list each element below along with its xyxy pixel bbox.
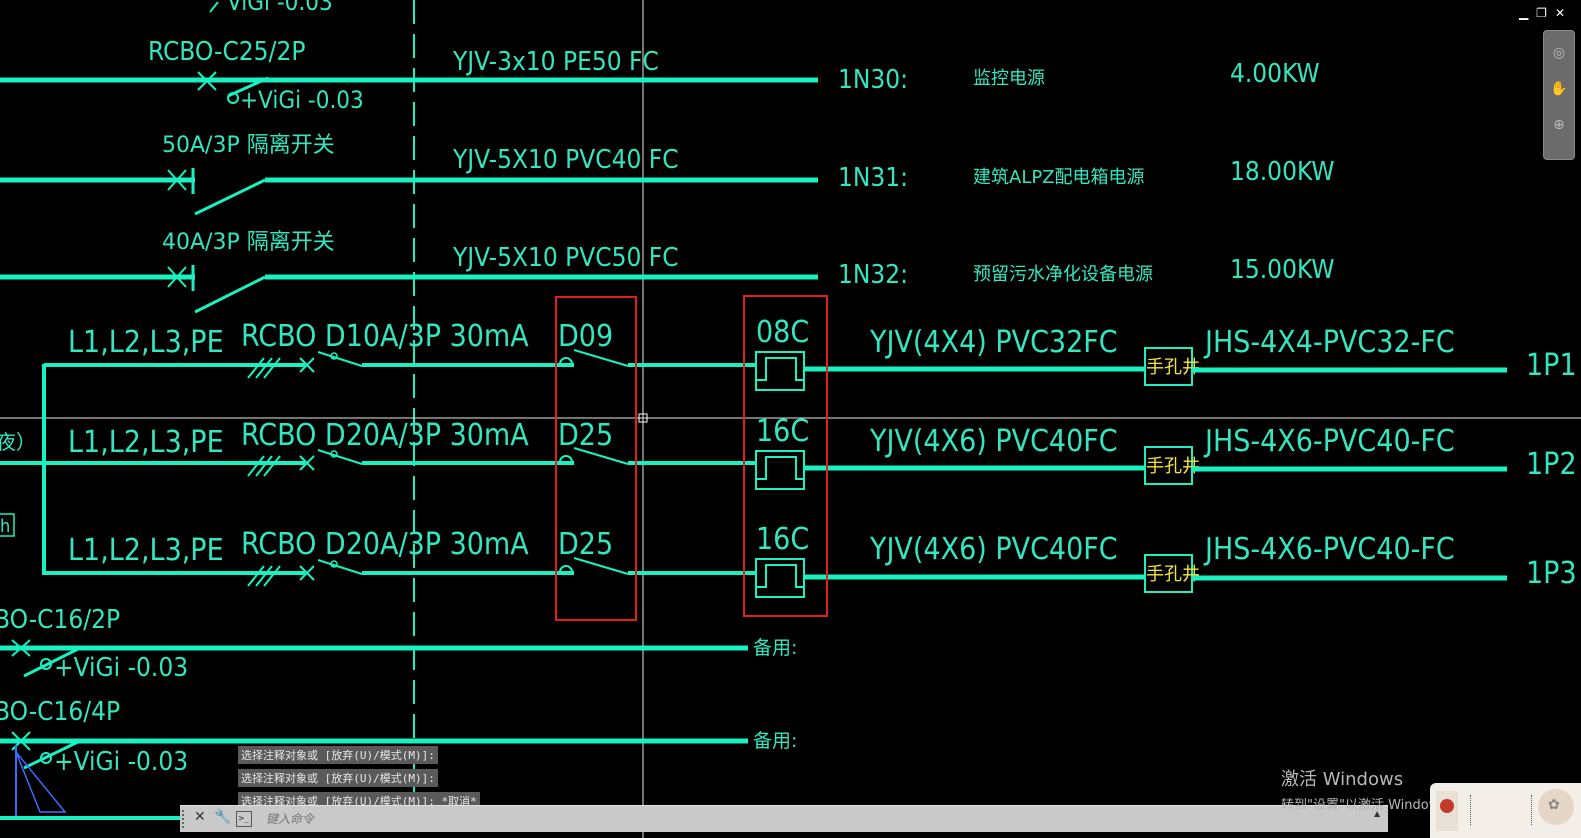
- drag-handle[interactable]: [182, 810, 190, 828]
- command-line[interactable]: ✕ 🔧 >_ ▲: [180, 805, 1388, 832]
- prompt-icon[interactable]: >_: [236, 811, 252, 827]
- close-icon[interactable]: ✕: [1554, 6, 1565, 20]
- breaker-label: 50A/3P 隔离开关: [162, 133, 335, 158]
- window-controls: ▁ ❐ ✕: [1519, 6, 1565, 20]
- circuit-id: 1N31:: [838, 163, 908, 193]
- circuit-desc: 建筑ALPZ配电箱电源: [973, 167, 1145, 188]
- minimize-icon[interactable]: ▁: [1518, 6, 1529, 20]
- phase-label: L1,L2,L3,PE: [68, 425, 224, 460]
- circuit-1p3[interactable]: L1,L2,L3,PE RCBO D20A/3P 30mA D25 16C YJ…: [44, 522, 1577, 598]
- c-rating: 08C: [756, 315, 809, 350]
- customize-icon[interactable]: 🔧: [214, 809, 232, 825]
- breaker-label: BO-C16/4P: [0, 697, 120, 727]
- cable-spec: YJV(4X6) PVC40FC: [869, 424, 1118, 459]
- circuit-desc: 监控电源: [973, 68, 1045, 89]
- jhs-spec: JHS-4X6-PVC40-FC: [1203, 424, 1455, 459]
- zoom-icon[interactable]: ⊕: [1553, 117, 1565, 133]
- rcbo-label: RCBO D10A/3P 30mA: [241, 319, 529, 354]
- command-input[interactable]: [264, 808, 1368, 830]
- decorative-thumbnail: ✿: [1430, 783, 1581, 838]
- circuit-1p2[interactable]: L1,L2,L3,PE RCBO D20A/3P 30mA D25 16C YJ…: [44, 414, 1577, 490]
- breaker-label: RCBO-C25/2P: [148, 37, 305, 67]
- rcbo-label: RCBO D20A/3P 30mA: [241, 418, 529, 453]
- vigi-label: +ViGi -0.03: [54, 747, 188, 777]
- outgoing-id: 1P1: [1526, 348, 1577, 383]
- ucs-icon: [0, 745, 180, 820]
- spare-label: 备用:: [753, 637, 797, 659]
- top-fragment: ViGi -0.03: [227, 0, 333, 16]
- jhs-spec: JHS-4X4-PVC32-FC: [1203, 325, 1455, 360]
- outgoing-id: 1P3: [1526, 556, 1577, 591]
- handhole-box: [1144, 347, 1193, 386]
- circuit-power: 15.00KW: [1230, 255, 1334, 285]
- d-rating: D09: [558, 319, 613, 354]
- circuit-power: 18.00KW: [1230, 157, 1334, 187]
- history-line: 选择注释对象或 [放弃(U)/模式(M)]:: [238, 746, 438, 764]
- handhole-box: [1144, 554, 1193, 593]
- watermark-subtitle: 转到"设置"以激活 Windows。: [1281, 798, 1460, 813]
- pan-icon[interactable]: ✋: [1550, 81, 1568, 97]
- spare-label: 备用:: [753, 730, 797, 752]
- cable-spec: YJV(4X4) PVC32FC: [869, 325, 1118, 360]
- circuit-power: 4.00KW: [1230, 59, 1320, 89]
- cable-spec: YJV-5X10 PVC50 FC: [452, 243, 679, 273]
- left-fragment-night: 夜）: [0, 430, 36, 454]
- circuit-1p1[interactable]: L1,L2,L3,PE RCBO D10A/3P 30mA D09 08C YJ…: [44, 315, 1577, 391]
- c-rating: 16C: [756, 522, 809, 557]
- circuit-1n31[interactable]: 50A/3P 隔离开关 YJV-5X10 PVC40 FC 1N31: 建筑AL…: [0, 133, 1334, 216]
- cable-spec: YJV(4X6) PVC40FC: [869, 532, 1118, 567]
- cable-spec: YJV-3x10 PE50 FC: [452, 47, 659, 77]
- d-rating: D25: [558, 418, 613, 453]
- c-rating: 16C: [756, 414, 809, 449]
- handhole-label: 手孔井: [1146, 456, 1200, 477]
- restore-icon[interactable]: ❐: [1536, 6, 1547, 20]
- phase-label: L1,L2,L3,PE: [68, 325, 224, 360]
- history-line: 选择注释对象或 [放弃(U)/模式(M)]:: [238, 769, 438, 787]
- close-icon[interactable]: ✕: [194, 809, 206, 825]
- handhole-box: [1144, 446, 1193, 485]
- circuit-id: 1N30:: [838, 65, 908, 95]
- circuit-1n30[interactable]: RCBO-C25/2P +ViGi -0.03 YJV-3x10 PE50 FC…: [0, 37, 1320, 114]
- circuit-desc: 预留污水净化设备电源: [973, 264, 1153, 285]
- circuit-spare-1[interactable]: BO-C16/2P +ViGi -0.03 备用:: [0, 605, 797, 683]
- rcbo-label: RCBO D20A/3P 30mA: [241, 527, 529, 562]
- activation-watermark: 激活 Windows 转到"设置"以激活 Windows。: [1281, 765, 1459, 813]
- outgoing-id: 1P2: [1526, 447, 1577, 482]
- circuit-spare-2[interactable]: BO-C16/4P +ViGi -0.03 备用:: [0, 697, 797, 777]
- watermark-title: 激活 Windows: [1281, 769, 1404, 790]
- jhs-spec: JHS-4X6-PVC40-FC: [1203, 532, 1455, 567]
- handhole-label: 手孔井: [1146, 357, 1200, 378]
- highlight-box-c-ratings: [743, 295, 828, 617]
- handhole-label: 手孔井: [1146, 564, 1200, 585]
- highlight-box-d-ratings: [555, 296, 637, 621]
- chevron-up-icon[interactable]: ▲: [1372, 809, 1382, 820]
- flower-icon: ✿: [1548, 797, 1560, 813]
- cable-spec: YJV-5X10 PVC40 FC: [452, 145, 679, 175]
- breaker-label: BO-C16/2P: [0, 605, 120, 635]
- navigation-bar[interactable]: ◎ ✋ ⊕: [1543, 30, 1575, 160]
- phase-label: L1,L2,L3,PE: [68, 533, 224, 568]
- breaker-label: 40A/3P 隔离开关: [162, 230, 335, 255]
- crosshair-pickbox: [638, 413, 648, 423]
- seal-icon: [1440, 799, 1454, 813]
- vigi-label: +ViGi -0.03: [54, 653, 188, 683]
- left-fragment-h: h: [0, 516, 10, 537]
- d-rating: D25: [558, 527, 613, 562]
- vigi-label: +ViGi -0.03: [240, 86, 364, 114]
- circuit-1n32[interactable]: 40A/3P 隔离开关 YJV-5X10 PVC50 FC 1N32: 预留污水…: [0, 230, 1334, 314]
- steering-wheel-icon[interactable]: ◎: [1552, 45, 1566, 61]
- circuit-id: 1N32:: [838, 260, 908, 290]
